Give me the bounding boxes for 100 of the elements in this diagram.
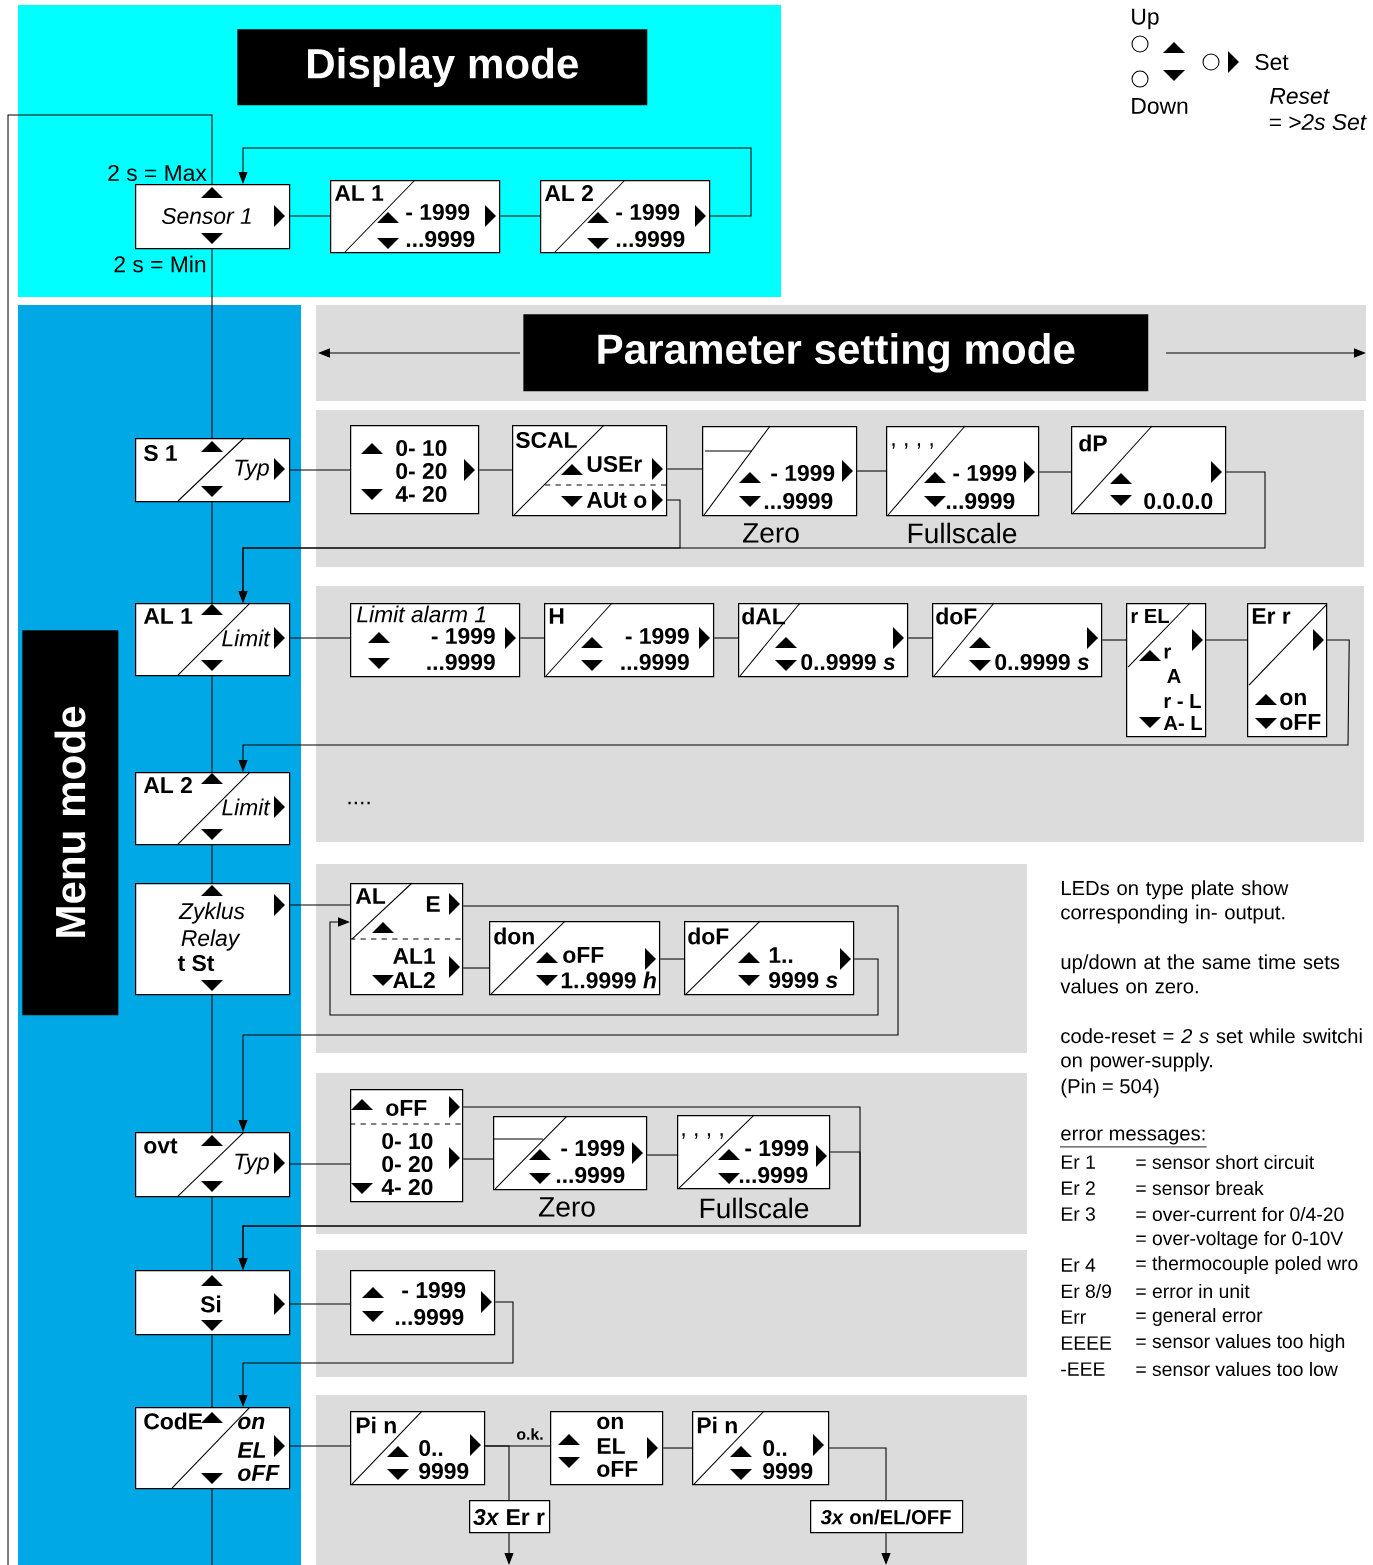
connector	[238, 147, 752, 217]
display-box: - 1999 ...9999	[350, 1270, 496, 1336]
error-description: = over-current for 0/4-20	[1136, 1206, 1344, 1222]
note-text: up/down at the same time sets values on zero.	[1060, 954, 1340, 994]
display-box: Pi n 0.. 9999	[692, 1410, 830, 1486]
display-box: , , , , - 1999 ...9999	[677, 1114, 831, 1190]
display-box: AL 2 - 1999 ...9999	[540, 179, 711, 254]
connector	[907, 637, 933, 639]
box-caption: Fullscale	[700, 1197, 809, 1219]
error-description: = sensor break	[1136, 1180, 1264, 1196]
connector	[713, 637, 739, 639]
connector	[646, 1154, 678, 1156]
connector	[289, 469, 351, 471]
display-box: Zyklus Relay t St	[135, 883, 291, 996]
display-box: Sensor 1	[135, 184, 291, 250]
edge-label: o.k.	[514, 1426, 546, 1442]
display-box: dAL 0..9999 s	[738, 602, 909, 678]
display-box: , , , , - 1999 ...9999	[886, 425, 1040, 517]
error-code: Er 8/9	[1061, 1283, 1111, 1299]
connector	[238, 499, 681, 603]
display-box: on EL oFF	[550, 1411, 664, 1486]
error-code: Er 3	[1061, 1207, 1095, 1221]
connector	[1038, 471, 1072, 473]
connector	[211, 1334, 213, 1408]
display-box: AL 1 - 1999 ...9999	[330, 179, 501, 254]
connector	[504, 1532, 514, 1565]
connector	[1101, 639, 1127, 641]
connector	[211, 1488, 213, 1565]
display-box: AL 1 Limit	[135, 602, 291, 677]
connector	[856, 470, 887, 472]
error-description: = sensor values too high	[1136, 1334, 1345, 1352]
connector	[289, 637, 351, 639]
display-box: don oFF 1..9999 h	[489, 920, 661, 996]
mode-title: Menu mode	[22, 630, 119, 1016]
display-box: ovt Typ	[135, 1131, 291, 1198]
connector	[659, 958, 685, 960]
display-box: Pi n 0.. 9999	[350, 1410, 486, 1486]
connector	[462, 967, 490, 969]
connector	[238, 1151, 861, 1270]
key-label: Down	[1132, 98, 1188, 114]
display-box: Limit alarm 1 - 1999 ...9999	[350, 603, 521, 678]
error-code: Er 2	[1061, 1181, 1095, 1195]
connector	[7, 114, 213, 1565]
connector	[519, 637, 545, 639]
error-code: Er 4	[1061, 1258, 1096, 1272]
connector	[881, 1532, 891, 1565]
display-box: 3x on/EL/OFF	[810, 1500, 964, 1534]
key-label: Reset	[1270, 88, 1330, 104]
error-description: = error in unit	[1136, 1283, 1250, 1299]
display-box: CodE on EL oFF	[135, 1406, 291, 1490]
error-description: = thermocouple poled wro	[1136, 1256, 1358, 1274]
box-caption: 2 s = Min	[114, 255, 206, 273]
mode-title: Parameter setting mode	[523, 314, 1149, 392]
connector	[289, 1303, 351, 1305]
ellipsis-text: ....	[348, 801, 370, 805]
display-box: oFF 0- 10 0- 20 4- 20	[349, 1089, 464, 1203]
error-description: = over-voltage for 0-10V	[1136, 1231, 1344, 1249]
display-box: S 1 Typ	[135, 437, 291, 503]
connector	[289, 215, 331, 217]
display-box: 3x Er r	[469, 1500, 551, 1534]
connector	[238, 905, 899, 1132]
display-box: doF 0..9999 s	[932, 602, 1103, 678]
display-box: 0- 10 0- 20 4- 20	[350, 425, 480, 515]
error-description: = sensor values too low	[1136, 1361, 1338, 1377]
note-text: (Pin = 504)	[1061, 1078, 1159, 1098]
display-box: Er r on oFF	[1247, 603, 1328, 738]
note-heading: error messages:	[1059, 1129, 1208, 1148]
connector	[289, 1445, 351, 1447]
connector	[211, 675, 213, 773]
display-box: doF 1.. 9999 s	[684, 920, 855, 996]
error-code: -EEE	[1061, 1362, 1105, 1376]
connector	[499, 215, 541, 217]
error-description: = general error	[1136, 1308, 1263, 1326]
connector	[211, 248, 213, 439]
error-description: = sensor short circuit	[1136, 1154, 1315, 1170]
connector	[484, 1445, 510, 1501]
error-code: Er 1	[1061, 1155, 1095, 1169]
box-caption: Zero	[743, 523, 799, 543]
display-box: SCAL USEr AUt o	[512, 424, 668, 517]
note-text: code-reset = 2 s set while switchi on power-supply.	[1061, 1028, 1362, 1072]
connector	[289, 1163, 351, 1165]
error-code: Err	[1061, 1310, 1086, 1324]
display-box: - 1999 ...9999	[493, 1115, 648, 1191]
key-label: Set	[1255, 53, 1289, 71]
display-box: - 1999 ...9999	[702, 425, 858, 517]
connector	[238, 639, 1350, 772]
connector	[211, 501, 213, 604]
box-caption: Zero	[539, 1197, 595, 1217]
mode-title: Display mode	[237, 29, 648, 106]
key-label: Up	[1132, 8, 1159, 30]
display-box: r EL r A r - L A- L	[1126, 602, 1207, 738]
connector	[329, 917, 879, 1016]
connector	[478, 469, 513, 471]
connector	[211, 844, 213, 884]
connector	[211, 994, 213, 1133]
display-box: AL E AL1 AL2	[349, 882, 464, 996]
display-box: AL 2 Limit	[135, 771, 291, 846]
connector	[289, 904, 351, 906]
connector	[666, 468, 703, 470]
box-caption: 2 s = Max	[108, 164, 207, 182]
